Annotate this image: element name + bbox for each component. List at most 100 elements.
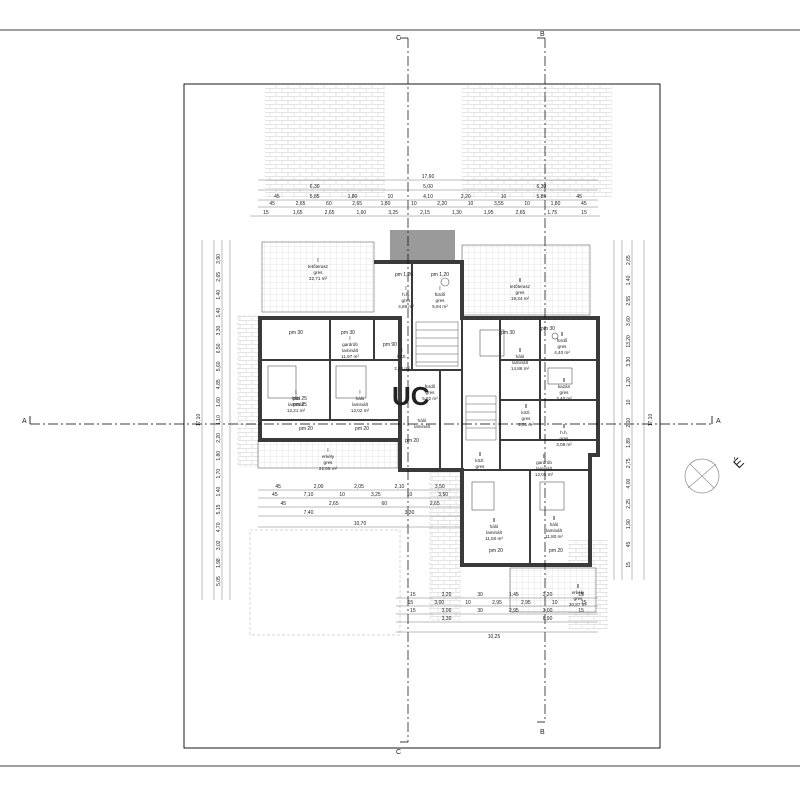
room-11-line-1: háló (418, 418, 427, 423)
dim-bl-row1-2: 2,05 (354, 484, 364, 490)
dim-right-0: 2,65 (626, 255, 632, 265)
section-b-top: B (540, 31, 545, 38)
dim-br-overall: 10,25 (488, 634, 501, 640)
dimension-lines (201, 179, 645, 633)
dim-bl-row3-2: 60 (381, 501, 387, 507)
section-b-bottom: B (540, 729, 545, 736)
room-3-line-1: tetőterasz (510, 284, 531, 289)
room-19-line-2: laminált (546, 528, 563, 533)
dim-bl-row4-1: 3,30 (405, 510, 415, 516)
room-9-line-1: háló (356, 396, 365, 401)
dim-right-3: 3,60 (626, 316, 632, 326)
note-10: pm 20 (549, 548, 563, 554)
dim-bl-row3-0: 45 (280, 501, 286, 507)
room-20-line-3: 30,87 m² (569, 602, 588, 607)
dim-bl-row1-3: 2,10 (395, 484, 405, 490)
note-12: pm 30 (541, 326, 555, 332)
room-12-line-1: közl. (521, 410, 530, 415)
dim-bl-row2-5: 3,50 (438, 492, 448, 498)
dim-left-11: 1,80 (216, 451, 222, 461)
dim-left-14: 5,15 (216, 504, 222, 514)
section-markers (29, 37, 713, 743)
room-10-line-3: 5,82 m² (422, 396, 438, 401)
dim-br-row1-1: 3,20 (442, 592, 452, 598)
room-12-line-3: 2,51 m² (518, 422, 534, 427)
room-0-line-3: 32,71 m² (309, 276, 328, 281)
room-3-line-2: gres (516, 290, 526, 295)
room-2-line-2: gres (436, 298, 446, 303)
dim-top-row5-3: 1,60 (356, 210, 366, 216)
dim-bl-overall: 10,70 (354, 521, 367, 527)
dim-top-row3-2: 1,80 (348, 194, 358, 200)
dim-top-row4-11: 45 (581, 201, 587, 207)
dim-top-row5-9: 1,75 (547, 210, 557, 216)
room-12-line-2: gres (522, 416, 532, 421)
dim-top-row2-1: 5,00 (423, 184, 433, 190)
dim-br-row1-4: 3,20 (543, 592, 553, 598)
room-14-line-1: kazán (558, 384, 571, 389)
dim-top-row3-8: 45 (576, 194, 582, 200)
room-15-line-0: II (563, 424, 566, 430)
room-15-line-3: 3,08 m² (556, 442, 572, 447)
room-13-line-2: gres (476, 464, 486, 469)
north-arrow (684, 458, 720, 494)
room-8-line-0: I (295, 390, 296, 396)
dim-top-row5-5: 2,15 (420, 210, 430, 216)
walls (258, 260, 600, 567)
dim-bl-row1-1: 2,00 (314, 484, 324, 490)
dim-br-row1-0: 15 (410, 592, 416, 598)
dim-top-row4-2: 60 (326, 201, 332, 207)
dim-br-row1-3: 1,45 (509, 592, 519, 598)
note-8: pm 25 (293, 402, 307, 408)
section-c-bottom: C (396, 749, 401, 756)
room-20-line-2: gres (574, 596, 584, 601)
dim-br-row2-6: 15 (581, 600, 587, 606)
dim-left-7: 4,85 (216, 379, 222, 389)
dim-right-13: 1,90 (626, 519, 632, 529)
room-17-line-1: gardrób (536, 460, 552, 465)
dim-left-2: 1,40 (216, 290, 222, 300)
dim-br-row2-5: 10 (552, 600, 558, 606)
dim-br-row3-0: 15 (410, 608, 416, 614)
dim-left-3: 1,40 (216, 308, 222, 318)
dim-top-row5-8: 2,65 (516, 210, 526, 216)
dim-br-row4-0: 3,30 (442, 616, 452, 622)
dim-right-12: 2,25 (626, 499, 632, 509)
dim-top-row5-1: 1,65 (293, 210, 303, 216)
room-16-line-2: gres (324, 460, 334, 465)
room-3-line-0: II (519, 278, 522, 284)
north-label: É (730, 454, 747, 471)
room-8-line-2: laminált (288, 402, 305, 407)
dim-bl-row2-3: 3,25 (371, 492, 381, 498)
dim-right-8: 2,10 (626, 418, 632, 428)
room-19-line-0: II (553, 516, 556, 522)
dim-top-row2-2: 6,30 (536, 184, 546, 190)
dim-top-row5-10: 15 (581, 210, 587, 216)
dim-br-row3-4: 3,00 (543, 608, 553, 614)
room-1-line-1: h.h. (402, 292, 410, 297)
dim-left-13: 1,40 (216, 486, 222, 496)
room-16-line-1: erkély (322, 454, 335, 459)
dim-top-row4-1: 2,65 (296, 201, 306, 207)
dim-right-9: 1,89 (626, 438, 632, 448)
dim-top-row2-0: 6,30 (310, 184, 320, 190)
room-16-line-3: 22,65 m² (319, 466, 338, 471)
room-17-line-3: 12,05 m² (535, 472, 554, 477)
room-5-line-0: I (401, 348, 402, 354)
room-10-line-1: fürdő (425, 384, 436, 389)
room-0-line-2: gres (314, 270, 324, 275)
dim-left-18: 5,05 (216, 576, 222, 586)
dim-left-4: 3,30 (216, 325, 222, 335)
dim-top-row3-0: 45 (274, 194, 280, 200)
dim-right-2: 2,55 (626, 296, 632, 306)
room-0-line-0: I (317, 258, 318, 264)
note-9: pm 20 (489, 548, 503, 554)
dim-top-row4-4: 1,80 (381, 201, 391, 207)
dim-top-row4-10: 1,80 (551, 201, 561, 207)
dim-bl-row3-1: 2,65 (329, 501, 339, 507)
dim-br-row2-3: 2,95 (492, 600, 502, 606)
dim-right-1: 1,40 (626, 275, 632, 285)
room-4-line-1: gardrób (342, 342, 358, 347)
